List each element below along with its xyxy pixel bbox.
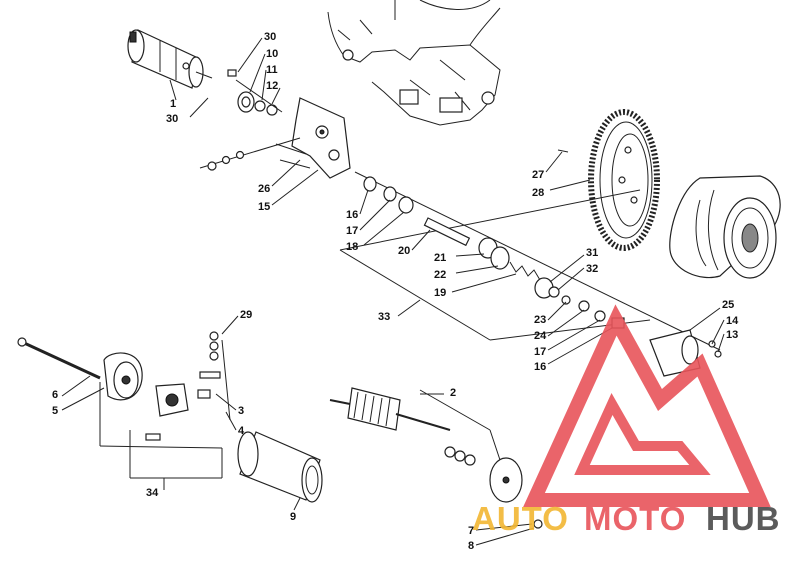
callout-21: 21 <box>434 252 446 264</box>
callout-2: 2 <box>450 387 456 399</box>
callout-27: 27 <box>532 169 544 181</box>
starter-solenoid <box>649 329 722 377</box>
callout-18: 18 <box>346 241 358 253</box>
callout-30-bottom: 30 <box>166 113 178 125</box>
engine-block <box>327 0 501 126</box>
callout-8: 8 <box>468 540 474 552</box>
callout-11: 11 <box>266 64 278 76</box>
drive-clutch-drum <box>669 175 781 279</box>
terminal-hardware-stack <box>209 331 231 421</box>
callout-33: 33 <box>378 311 390 323</box>
callout-23: 23 <box>534 314 546 326</box>
through-bolt <box>17 337 101 380</box>
callout-12: 12 <box>266 80 278 92</box>
field-frame-housing <box>237 431 323 503</box>
watermark-auto-text: AUTO <box>472 500 569 537</box>
callout-4: 4 <box>238 425 245 437</box>
callout-6: 6 <box>52 389 58 401</box>
callout-31: 31 <box>586 247 598 259</box>
callout-3: 3 <box>238 405 244 417</box>
callout-1: 1 <box>170 98 176 110</box>
commutator-end-cap <box>103 352 143 401</box>
starter-motor-assembly <box>127 29 213 89</box>
callout-17-lower: 17 <box>534 346 546 358</box>
callout-24: 24 <box>534 330 547 342</box>
drive-shaft-parts <box>363 176 625 329</box>
mounting-bracket <box>199 97 351 179</box>
callout-30-top: 30 <box>264 31 276 43</box>
callout-numbers: 30 10 11 12 1 30 27 28 26 15 16 17 18 20… <box>52 31 739 552</box>
callout-16-upper: 16 <box>346 209 358 221</box>
callout-9: 9 <box>290 511 296 523</box>
callout-28: 28 <box>532 187 544 199</box>
watermark-hub-text: HUB <box>706 500 781 537</box>
callout-17-upper: 17 <box>346 225 358 237</box>
callout-13: 13 <box>726 329 738 341</box>
watermark-moto-text: MOTO <box>584 500 686 537</box>
automotohub-logo-icon <box>523 304 771 507</box>
callout-34: 34 <box>146 487 159 499</box>
callout-7: 7 <box>468 525 474 537</box>
automotohub-watermark: AUTO MOTO HUB <box>472 304 781 537</box>
callout-20: 20 <box>398 245 410 257</box>
callout-leaders <box>61 37 725 546</box>
callout-15: 15 <box>258 201 270 213</box>
armature <box>329 387 491 431</box>
shaft-axis-lines <box>339 171 721 351</box>
pinion-gear-set <box>227 69 283 116</box>
callout-14: 14 <box>726 315 739 327</box>
callout-10: 10 <box>266 48 278 60</box>
brush-holder-assembly <box>99 371 223 479</box>
drive-end-plate <box>444 429 543 529</box>
callout-25: 25 <box>722 299 734 311</box>
callout-19: 19 <box>434 287 446 299</box>
callout-26: 26 <box>258 183 270 195</box>
callout-29: 29 <box>240 309 252 321</box>
callout-32: 32 <box>586 263 598 275</box>
callout-22: 22 <box>434 269 446 281</box>
callout-5: 5 <box>52 405 58 417</box>
ring-gear <box>557 109 660 251</box>
callout-16-lower: 16 <box>534 361 546 373</box>
